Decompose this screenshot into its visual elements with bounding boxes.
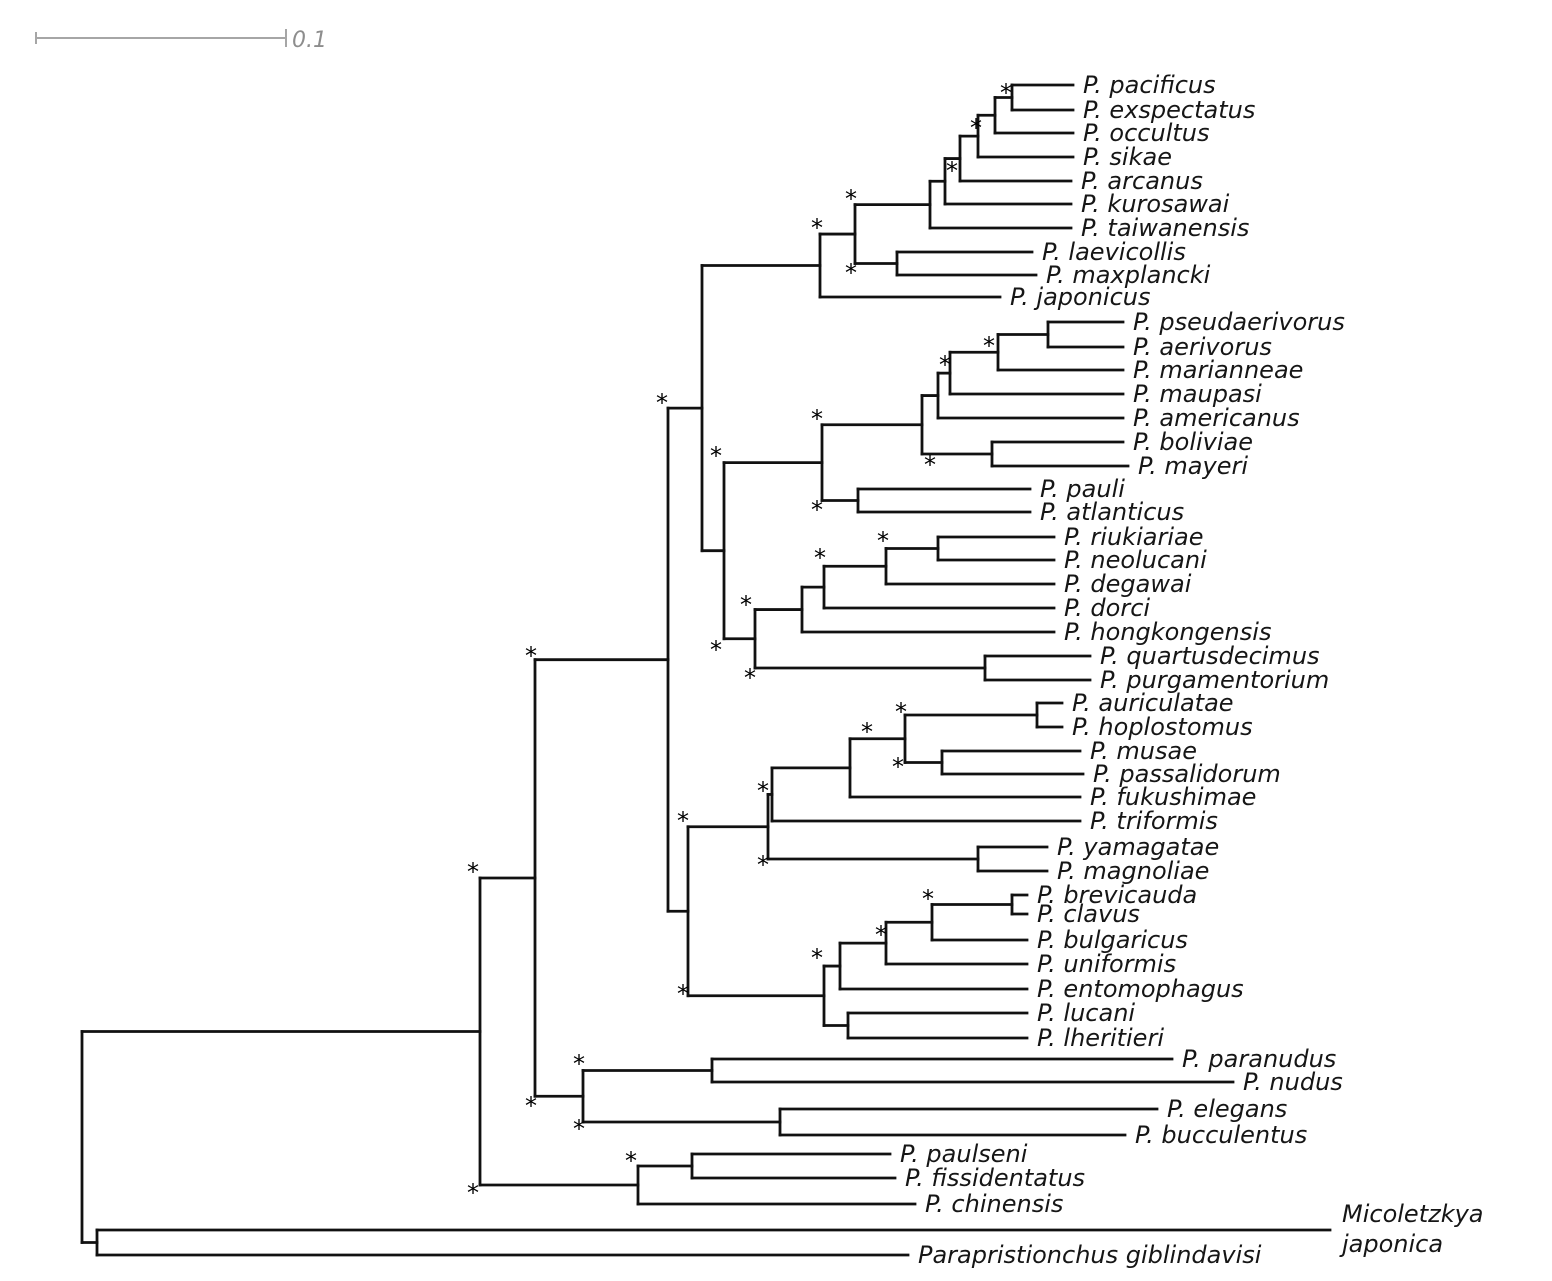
support-asterisk: * <box>677 807 689 835</box>
support-asterisk: * <box>625 1147 637 1175</box>
support-asterisk: * <box>467 1179 479 1207</box>
taxon-label: P. atlanticus <box>1040 498 1184 526</box>
support-asterisk: * <box>757 777 769 805</box>
support-asterisk: * <box>467 858 479 886</box>
taxon-label: P. magnoliae <box>1057 857 1209 885</box>
taxon-label: P. quartusdecimus <box>1100 642 1320 670</box>
taxon-label: P. paulseni <box>900 1140 1028 1168</box>
taxon-label: P. pacificus <box>1083 71 1216 99</box>
scale-bar: 0.1 <box>35 28 327 53</box>
taxon-label: P. uniformis <box>1037 950 1176 978</box>
taxon-label: P. lucani <box>1037 999 1135 1027</box>
taxon-label: P. fissidentatus <box>905 1164 1085 1192</box>
taxon-label: P. purgamentorium <box>1100 666 1329 694</box>
taxon-label: P. sikae <box>1083 143 1172 171</box>
support-asterisk: * <box>573 1115 585 1143</box>
taxon-label: P. boliviae <box>1133 428 1253 456</box>
support-asterisk: * <box>710 442 722 470</box>
support-asterisk: * <box>924 451 936 479</box>
support-asterisk: * <box>677 980 689 1008</box>
taxon-label: P. taiwanensis <box>1081 214 1249 242</box>
taxon-label: P. maxplancki <box>1046 261 1211 289</box>
taxon-label: P. americanus <box>1133 404 1300 432</box>
taxon-label: P. bucculentus <box>1135 1121 1307 1149</box>
taxon-label: P. bulgaricus <box>1037 926 1188 954</box>
taxon-label: P. dorci <box>1064 594 1150 622</box>
support-asterisk: * <box>710 636 722 664</box>
taxon-label: P. maupasi <box>1133 380 1262 408</box>
support-asterisk: * <box>573 1050 585 1078</box>
support-asterisk: * <box>895 698 907 726</box>
taxon-label: P. brevicauda <box>1037 881 1197 909</box>
taxon-label: P. occultus <box>1083 119 1210 147</box>
taxon-label: P. clavus <box>1037 900 1140 928</box>
support-asterisk: * <box>939 351 951 379</box>
taxon-label: P. chinensis <box>925 1190 1063 1218</box>
taxon-label: Parapristionchus giblindavisi <box>918 1241 1262 1269</box>
support-asterisk: * <box>845 259 857 287</box>
support-markers: * * * * * * * * * * * * * * * * * * * * * * * * * * * * * * * * * * * <box>467 79 1012 1207</box>
taxon-label: P. hongkongensis <box>1064 618 1271 646</box>
support-asterisk: * <box>1000 79 1012 107</box>
support-asterisk: * <box>656 389 668 417</box>
taxon-label: P. japonicus <box>1010 283 1151 311</box>
support-asterisk: * <box>744 664 756 692</box>
tree-branches <box>80 83 1332 1257</box>
support-asterisk: * <box>970 114 982 142</box>
support-asterisk: * <box>877 527 889 555</box>
taxon-label: P. musae <box>1090 737 1197 765</box>
support-asterisk: * <box>740 591 752 619</box>
support-asterisk: * <box>757 851 769 879</box>
support-asterisk: * <box>811 496 823 524</box>
taxon-label: P. arcanus <box>1081 167 1203 195</box>
taxon-label: P. passalidorum <box>1093 760 1281 788</box>
scale-bar-label: 0.1 <box>292 28 327 53</box>
taxon-label: P. mayeri <box>1138 452 1248 480</box>
support-asterisk: * <box>845 185 857 213</box>
taxon-label: P. auriculatae <box>1072 689 1234 717</box>
support-asterisk: * <box>922 885 934 913</box>
taxon-label: P. yamagatae <box>1057 833 1219 861</box>
taxon-label: P. hoplostomus <box>1072 713 1253 741</box>
support-asterisk: * <box>525 1092 537 1120</box>
support-asterisk: * <box>811 944 823 972</box>
taxon-label: P. fukushimae <box>1090 783 1256 811</box>
taxon-label: P. riukiariae <box>1064 523 1203 551</box>
taxon-label: Micoletzkya <box>1342 1200 1484 1228</box>
taxon-label: P. pauli <box>1040 475 1125 503</box>
taxon-label: P. pseudaerivorus <box>1133 308 1345 336</box>
taxon-label: P. entomophagus <box>1037 975 1244 1003</box>
support-asterisk: * <box>811 214 823 242</box>
support-asterisk: * <box>861 718 873 746</box>
support-asterisk: * <box>946 157 958 185</box>
taxon-label: P. exspectatus <box>1083 96 1255 124</box>
taxon-label: P. aerivorus <box>1133 333 1272 361</box>
taxon-label: P. kurosawai <box>1081 190 1230 218</box>
taxon-label: P. laevicollis <box>1042 238 1186 266</box>
taxon-label: P. elegans <box>1167 1095 1287 1123</box>
taxon-label: P. neolucani <box>1064 546 1207 574</box>
taxon-label: P. lheritieri <box>1037 1024 1164 1052</box>
support-asterisk: * <box>875 921 887 949</box>
support-asterisk: * <box>983 332 995 360</box>
support-asterisk: * <box>892 753 904 781</box>
taxon-label: japonica <box>1339 1230 1443 1258</box>
taxon-label: P. triformis <box>1090 807 1218 835</box>
support-asterisk: * <box>525 642 537 670</box>
taxon-label: P. degawai <box>1064 570 1192 598</box>
taxon-label: P. paranudus <box>1182 1045 1336 1073</box>
support-asterisk: * <box>811 405 823 433</box>
taxon-label: P. nudus <box>1243 1068 1343 1096</box>
support-asterisk: * <box>814 544 826 572</box>
taxon-label: P. marianneae <box>1133 356 1303 384</box>
